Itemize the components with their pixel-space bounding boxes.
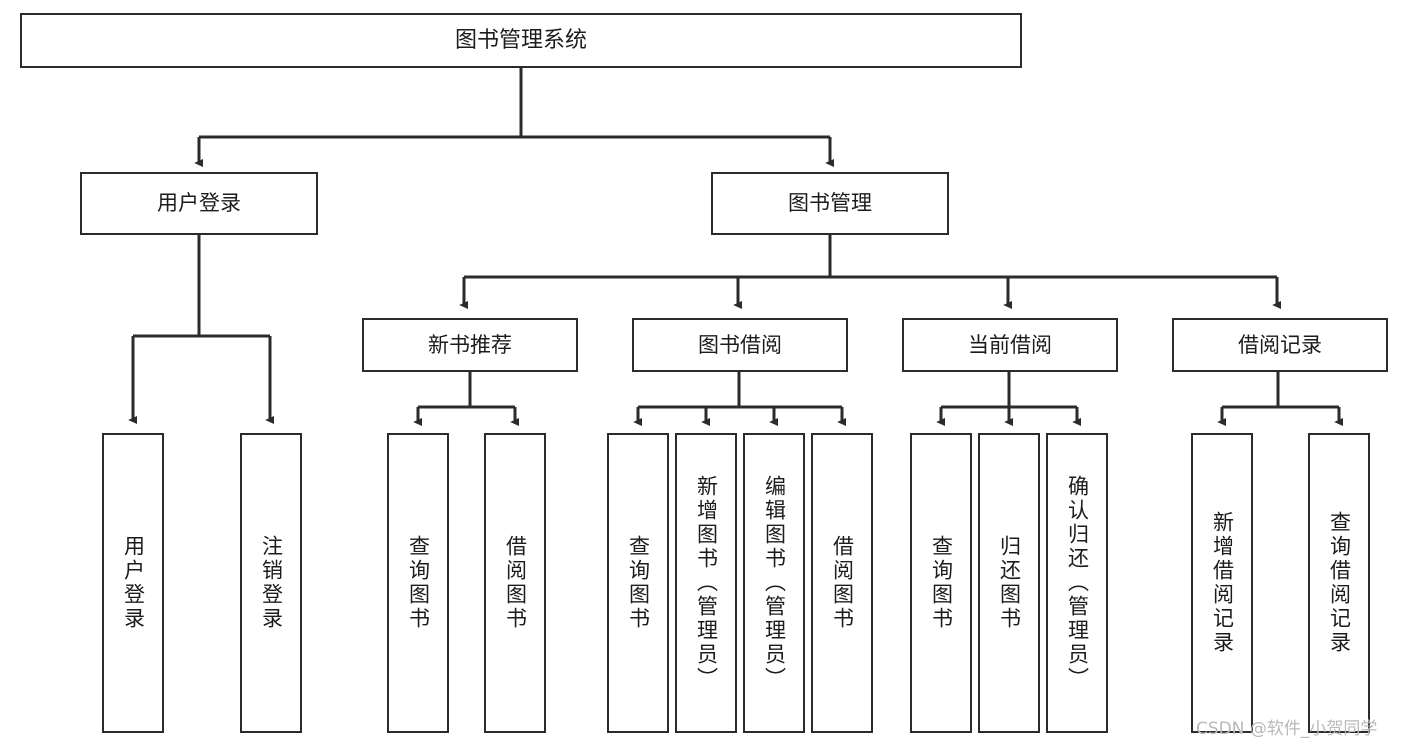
node-root-book-management-system[interactable]: 图书管理系统 bbox=[20, 13, 1022, 68]
node-label: 编辑图书（管理员） bbox=[762, 475, 787, 691]
leaf-borrow-record-query-record[interactable]: 查询借阅记录 bbox=[1308, 433, 1370, 733]
leaf-current-borrow-confirm-return-admin[interactable]: 确认归还（管理员） bbox=[1046, 433, 1108, 733]
node-label: 图书管理系统 bbox=[454, 27, 587, 53]
node-label: 确认归还（管理员） bbox=[1065, 475, 1090, 691]
leaf-user-login-login[interactable]: 用户登录 bbox=[102, 433, 164, 733]
node-book-borrow[interactable]: 图书借阅 bbox=[632, 318, 848, 372]
node-label: 归还图书 bbox=[997, 535, 1022, 631]
node-label: 查询图书 bbox=[406, 535, 431, 631]
leaf-borrow-record-add-record[interactable]: 新增借阅记录 bbox=[1191, 433, 1253, 733]
csdn-watermark: CSDN @软件_小贺同学 bbox=[1196, 719, 1378, 739]
leaf-book-borrow-borrow-book[interactable]: 借阅图书 bbox=[811, 433, 873, 733]
leaf-new-book-borrow-book[interactable]: 借阅图书 bbox=[484, 433, 546, 733]
node-label: 新书推荐 bbox=[428, 332, 512, 357]
node-label: 借阅记录 bbox=[1238, 332, 1322, 357]
node-label: 借阅图书 bbox=[503, 535, 528, 631]
node-label: 用户登录 bbox=[121, 535, 146, 631]
node-label: 注销登录 bbox=[259, 535, 284, 631]
node-label: 新增借阅记录 bbox=[1210, 511, 1235, 655]
leaf-current-borrow-return-book[interactable]: 归还图书 bbox=[978, 433, 1040, 733]
leaf-book-borrow-add-book-admin[interactable]: 新增图书（管理员） bbox=[675, 433, 737, 733]
leaf-book-borrow-edit-book-admin[interactable]: 编辑图书（管理员） bbox=[743, 433, 805, 733]
node-user-login[interactable]: 用户登录 bbox=[80, 172, 318, 235]
leaf-new-book-query-book[interactable]: 查询图书 bbox=[387, 433, 449, 733]
node-label: 查询图书 bbox=[626, 535, 651, 631]
leaf-user-login-logout[interactable]: 注销登录 bbox=[240, 433, 302, 733]
node-label: 图书借阅 bbox=[698, 332, 782, 357]
leaf-book-borrow-query-book[interactable]: 查询图书 bbox=[607, 433, 669, 733]
node-current-borrow[interactable]: 当前借阅 bbox=[902, 318, 1118, 372]
node-label: 当前借阅 bbox=[968, 332, 1052, 357]
node-label: 图书管理 bbox=[788, 191, 872, 216]
node-label: 借阅图书 bbox=[830, 535, 855, 631]
node-book-management[interactable]: 图书管理 bbox=[711, 172, 949, 235]
node-label: 查询借阅记录 bbox=[1327, 511, 1352, 655]
node-new-book-recommend[interactable]: 新书推荐 bbox=[362, 318, 578, 372]
node-label: 新增图书（管理员） bbox=[694, 475, 719, 691]
node-label: 用户登录 bbox=[157, 191, 241, 216]
node-borrow-record[interactable]: 借阅记录 bbox=[1172, 318, 1388, 372]
node-label: 查询图书 bbox=[929, 535, 954, 631]
leaf-current-borrow-query-book[interactable]: 查询图书 bbox=[910, 433, 972, 733]
